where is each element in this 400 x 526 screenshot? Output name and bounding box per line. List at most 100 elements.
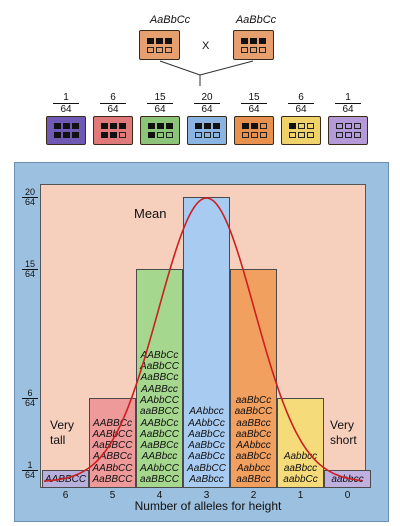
genotype-label: aabbcc [331, 474, 364, 485]
genotype-label: AaBBCc [140, 440, 179, 452]
offspring-genotype-square [328, 116, 368, 145]
dominant-allele-square [194, 123, 202, 129]
recessive-allele-square [335, 123, 343, 129]
genotype-label: aaBBcc [236, 417, 271, 429]
fraction-denominator: 64 [53, 103, 79, 115]
genotype-label: aaBbCc [235, 428, 272, 440]
x-tick-label: 0 [344, 490, 351, 501]
dominant-allele-square [250, 123, 258, 129]
parent-right-square [233, 30, 274, 60]
dominant-allele-square [53, 132, 61, 138]
recessive-allele-square [156, 132, 164, 138]
parent-left-square [139, 30, 180, 60]
genotype-label: AaBbCc [188, 451, 225, 463]
genotype-label: aaBBCC [140, 474, 179, 485]
dominant-allele-square [71, 132, 79, 138]
genotype-label: aaBBCC [140, 406, 179, 418]
dominant-allele-square [147, 123, 155, 129]
y-tick-numerator: 20 [24, 187, 35, 197]
dominant-allele-square [212, 123, 220, 129]
cross-symbol: X [202, 40, 210, 52]
genotype-label: AABBcc [141, 383, 178, 395]
offspring-genotype-square [281, 116, 321, 145]
genotype-label: aaBbCC [234, 406, 273, 418]
genotype-label: AAbbCC [140, 394, 179, 406]
fraction-denominator: 64 [100, 103, 126, 115]
dominant-allele-square [118, 123, 126, 129]
dominant-allele-square [62, 123, 70, 129]
y-tick-denominator: 64 [22, 268, 38, 279]
y-tick-numerator: 15 [24, 258, 35, 269]
genotype-label: Aabbcc [236, 462, 271, 474]
recessive-allele-square [306, 132, 314, 138]
y-tick-denominator: 64 [22, 469, 38, 480]
fraction-denominator: 64 [288, 103, 314, 115]
genotype-label: AABbcc [141, 451, 178, 463]
recessive-allele-square [241, 132, 249, 138]
x-tick-label: 6 [62, 490, 69, 501]
dominant-allele-square [156, 123, 164, 129]
recessive-allele-square [288, 132, 296, 138]
recessive-allele-square [147, 46, 154, 53]
genotype-label: aaBbcc [283, 462, 318, 474]
x-tick-label: 4 [156, 490, 163, 501]
fraction-numerator: 1 [345, 92, 351, 103]
genotype-label: AAbbcc [189, 406, 224, 418]
fraction-numerator: 15 [154, 92, 166, 103]
mean-label: Mean [134, 206, 167, 221]
recessive-allele-square [297, 132, 305, 138]
recessive-allele-square [344, 123, 352, 129]
dominant-allele-square [100, 132, 108, 138]
genotype-label: aaBbCc [235, 451, 272, 463]
genotype-label: AABbCC [92, 428, 133, 440]
genotype-label: AaBBCC [92, 474, 133, 485]
recessive-allele-square [335, 132, 343, 138]
y-tick-numerator: 1 [27, 459, 33, 470]
dominant-allele-square [241, 37, 248, 44]
recessive-allele-square [353, 132, 361, 138]
recessive-allele-square [194, 132, 202, 138]
x-tick-label: 1 [297, 490, 304, 501]
genotype-label: AABbCC [92, 462, 133, 474]
y-tick-denominator: 64 [22, 397, 38, 408]
dominant-allele-square [203, 123, 211, 129]
offspring-genotype-square [46, 116, 86, 145]
fraction-numerator: 1 [63, 92, 69, 103]
genotype-label: AaBbCc [188, 428, 225, 440]
fraction-numerator: 6 [298, 92, 304, 103]
recessive-allele-square [344, 132, 352, 138]
genotype-label: aaBBcc [236, 474, 271, 485]
offspring-genotype-square [93, 116, 133, 145]
dominant-allele-square [109, 132, 117, 138]
fraction-denominator: 64 [194, 103, 220, 115]
dominant-allele-square [259, 37, 266, 44]
fraction-denominator: 64 [147, 103, 173, 115]
recessive-allele-square [118, 132, 126, 138]
bar-5-alleles [89, 397, 136, 488]
dominant-allele-square [109, 123, 117, 129]
genotype-label: aabbCc [283, 474, 318, 485]
recessive-allele-square [259, 132, 267, 138]
genotype-label: Aabbcc [283, 451, 318, 463]
curve-path [43, 197, 363, 482]
dominant-allele-square [147, 37, 154, 44]
genotype-label: AABBCC [44, 474, 87, 485]
genotype-label: AAbbcc [236, 440, 271, 452]
fraction-denominator: 64 [241, 103, 267, 115]
genotype-label: AABBCc [93, 417, 132, 429]
dominant-allele-square [62, 132, 70, 138]
bar-1-alleles [277, 397, 324, 488]
fraction-numerator: 15 [248, 92, 260, 103]
recessive-allele-square [259, 46, 266, 53]
y-tick-denominator: 64 [22, 197, 38, 207]
genotype-label: AABbCc [140, 349, 179, 361]
x-tick-label: 5 [109, 490, 116, 501]
